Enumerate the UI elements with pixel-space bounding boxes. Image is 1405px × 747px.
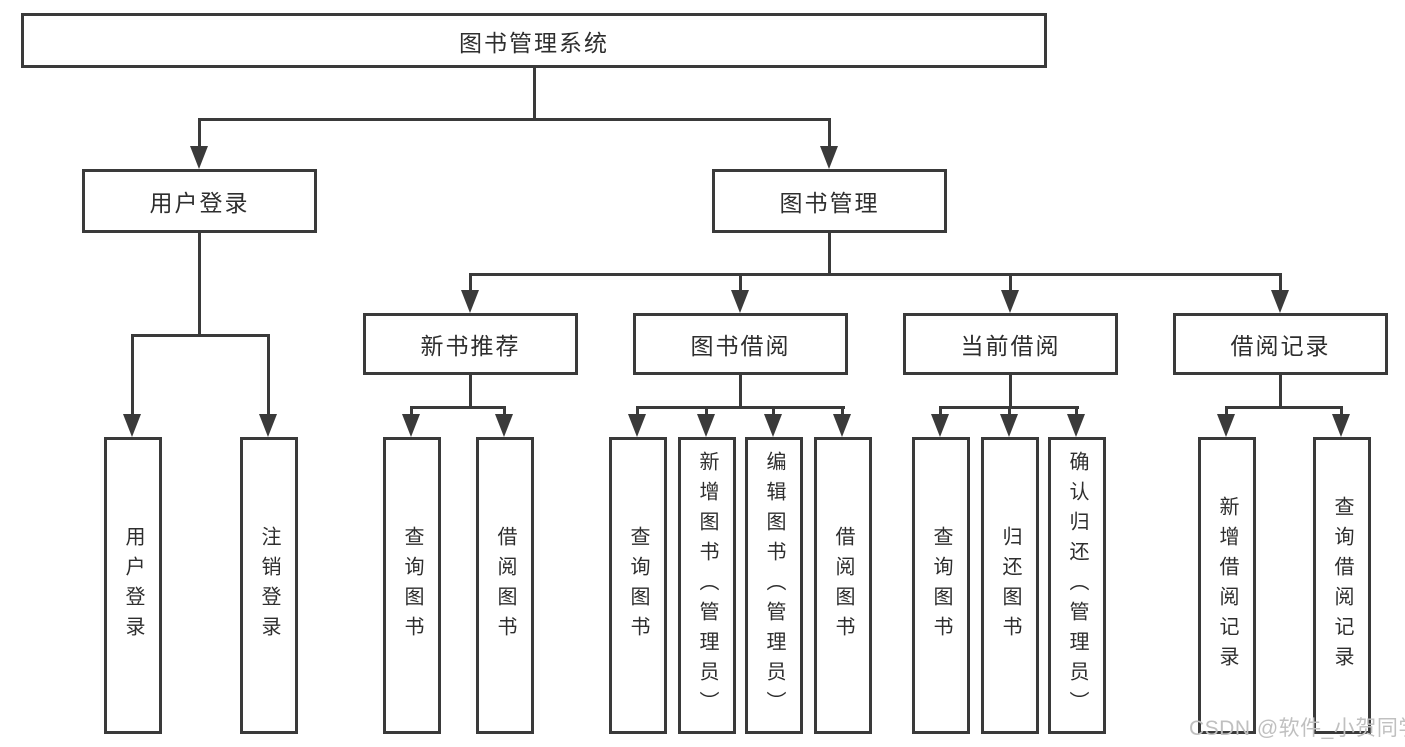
arrow-down-icon (123, 414, 141, 437)
arrow-down-icon (190, 146, 208, 169)
leaf-records-add-record: 新增借阅记录 (1198, 437, 1256, 734)
leaf-recommend-query-books: 查询图书 (383, 437, 441, 734)
leaf-borrow-edit-books: 编辑图书（管理员） (745, 437, 803, 734)
arrow-down-icon (1001, 290, 1019, 313)
arrow-down-icon (495, 414, 513, 437)
connector-drop-leaf (939, 406, 942, 417)
leaf-records-query-record: 查询借阅记录 (1313, 437, 1371, 734)
node-new-book-recommend: 新书推荐 (363, 313, 578, 375)
connector-book-management-stem (828, 233, 831, 276)
node-book-borrow: 图书借阅 (633, 313, 848, 375)
connector-drop-logout (267, 334, 270, 417)
arrow-down-icon (820, 146, 838, 169)
connector-drop-borrow-records (1279, 273, 1282, 293)
connector-book-borrow-branch (636, 406, 845, 409)
leaf-borrow-borrow-books: 借阅图书 (814, 437, 872, 734)
leaf-borrow-add-books-label: 新增图书（管理员） (696, 450, 718, 721)
arrow-down-icon (1067, 414, 1085, 437)
arrow-down-icon (833, 414, 851, 437)
leaf-current-query-books-label: 查询图书 (930, 525, 952, 646)
connector-drop-leaf (503, 406, 506, 417)
leaf-current-query-books: 查询图书 (912, 437, 970, 734)
leaf-current-confirm-return: 确认归还（管理员） (1048, 437, 1106, 734)
leaf-recommend-query-books-label: 查询图书 (401, 525, 423, 646)
connector-drop-book-management (828, 118, 831, 149)
arrow-down-icon (259, 414, 277, 437)
leaf-borrow-borrow-books-label: 借阅图书 (832, 525, 854, 646)
leaf-current-confirm-return-label: 确认归还（管理员） (1066, 450, 1088, 721)
arrow-down-icon (764, 414, 782, 437)
leaf-logout-label: 注销登录 (258, 525, 280, 646)
connector-borrow-records-branch (1225, 406, 1343, 409)
connector-drop-user-login (198, 118, 201, 149)
arrow-down-icon (697, 414, 715, 437)
connector-new-book-recommend-branch (410, 406, 506, 409)
leaf-recommend-borrow-books-label: 借阅图书 (494, 525, 516, 646)
node-current-borrow-label: 当前借阅 (960, 333, 1061, 359)
connector-book-management-branch (469, 273, 1282, 276)
node-root: 图书管理系统 (21, 13, 1047, 68)
connector-drop-login (131, 334, 134, 417)
connector-drop-leaf (1008, 406, 1011, 417)
arrow-down-icon (931, 414, 949, 437)
leaf-current-return-books-label: 归还图书 (999, 525, 1021, 646)
connector-root-branch (198, 118, 831, 121)
leaf-borrow-query-books: 查询图书 (609, 437, 667, 734)
arrow-down-icon (1332, 414, 1350, 437)
connector-drop-leaf (772, 406, 775, 417)
connector-drop-leaf (1340, 406, 1343, 417)
node-book-management-label: 图书管理 (779, 190, 880, 216)
leaf-current-return-books: 归还图书 (981, 437, 1039, 734)
leaf-records-add-record-label: 新增借阅记录 (1216, 495, 1238, 676)
connector-drop-leaf (705, 406, 708, 417)
connector-current-borrow-stem (1009, 375, 1012, 409)
node-root-label: 图书管理系统 (459, 29, 609, 56)
connector-user-login-stem (198, 233, 201, 337)
connector-drop-leaf (410, 406, 413, 417)
node-user-login-label: 用户登录 (149, 190, 250, 216)
arrow-down-icon (1271, 290, 1289, 313)
node-book-management: 图书管理 (712, 169, 947, 233)
connector-drop-leaf (1075, 406, 1078, 417)
connector-drop-leaf (636, 406, 639, 417)
connector-borrow-records-stem (1279, 375, 1282, 409)
connector-drop-leaf (841, 406, 844, 417)
leaf-borrow-add-books: 新增图书（管理员） (678, 437, 736, 734)
connector-root-stem (533, 68, 536, 121)
leaf-logout: 注销登录 (240, 437, 298, 734)
node-new-book-recommend-label: 新书推荐 (420, 333, 521, 359)
arrow-down-icon (461, 290, 479, 313)
leaf-borrow-edit-books-label: 编辑图书（管理员） (763, 450, 785, 721)
connector-new-book-recommend-stem (469, 375, 472, 409)
node-borrow-records: 借阅记录 (1173, 313, 1388, 375)
arrow-down-icon (1000, 414, 1018, 437)
connector-drop-book-borrow (739, 273, 742, 293)
leaf-user-login: 用户登录 (104, 437, 162, 734)
arrow-down-icon (731, 290, 749, 313)
connector-drop-current-borrow (1009, 273, 1012, 293)
leaf-records-query-record-label: 查询借阅记录 (1331, 495, 1353, 676)
arrow-down-icon (628, 414, 646, 437)
connector-drop-new-book-recommend (469, 273, 472, 293)
connector-drop-leaf (1225, 406, 1228, 417)
leaf-user-login-label: 用户登录 (122, 525, 144, 646)
leaf-borrow-query-books-label: 查询图书 (627, 525, 649, 646)
node-user-login: 用户登录 (82, 169, 317, 233)
arrow-down-icon (402, 414, 420, 437)
node-current-borrow: 当前借阅 (903, 313, 1118, 375)
connector-book-borrow-stem (739, 375, 742, 409)
node-borrow-records-label: 借阅记录 (1230, 333, 1331, 359)
connector-user-login-branch (131, 334, 270, 337)
node-book-borrow-label: 图书借阅 (690, 333, 791, 359)
leaf-recommend-borrow-books: 借阅图书 (476, 437, 534, 734)
arrow-down-icon (1217, 414, 1235, 437)
